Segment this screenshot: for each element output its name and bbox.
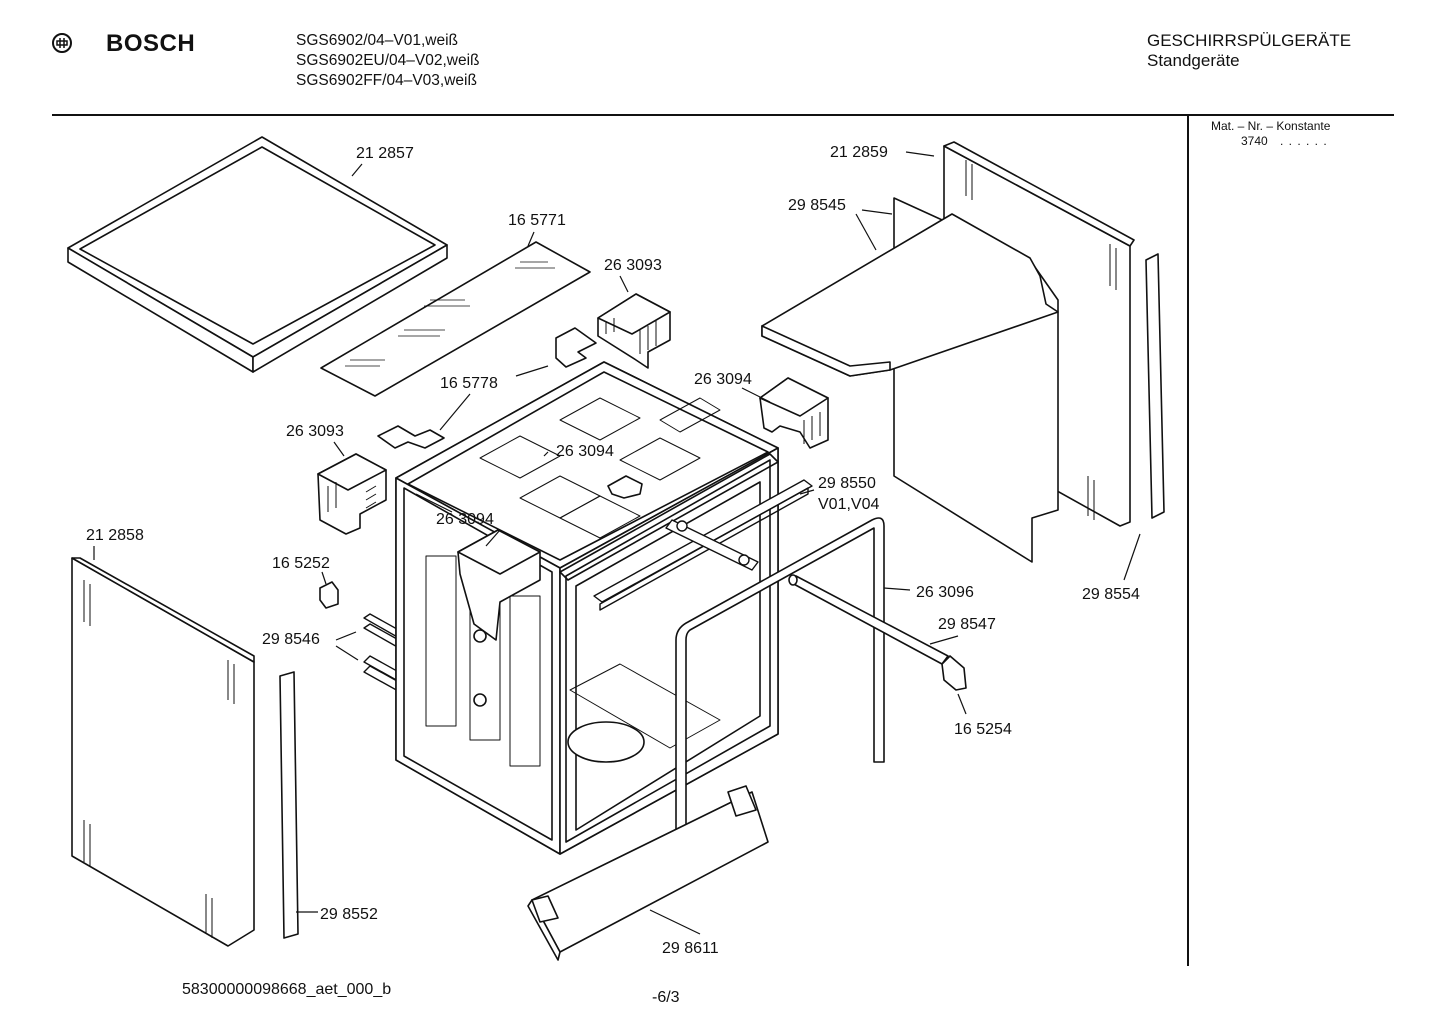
mat-nr-value: 3740: [1241, 134, 1268, 148]
part-label: 26 3094: [436, 511, 494, 528]
part-label: V01,V04: [818, 496, 879, 513]
model-line: SGS6902EU/04–V02,weiß: [296, 52, 480, 69]
mounting-clip-upper: [597, 293, 671, 369]
model-line: SGS6902/04–V01,weiß: [296, 32, 458, 49]
part-label: 26 3094: [694, 371, 752, 388]
part-label: 26 3096: [916, 584, 974, 601]
retainer-clip-front: [457, 529, 541, 707]
mounting-clip-left: [317, 453, 387, 535]
part-label: 16 5778: [440, 375, 498, 392]
model-line: SGS6902FF/04–V03,weiß: [296, 72, 477, 89]
bracket-lower: [377, 425, 445, 449]
part-label: 29 8545: [788, 197, 846, 214]
insulation-sheet: [320, 241, 591, 397]
part-label: 16 5254: [954, 721, 1012, 738]
part-label: 29 8547: [938, 616, 996, 633]
category-title: GESCHIRRSPÜLGERÄTE: [1147, 31, 1352, 50]
part-label: 26 3093: [286, 423, 344, 440]
side-panel-divider: [1187, 116, 1189, 966]
support-tube: [788, 574, 967, 691]
edge-strip-right: [1145, 253, 1165, 519]
small-bracket: [319, 581, 339, 609]
leader-lines: [93, 151, 1141, 935]
part-label: 21 2858: [86, 527, 144, 544]
door-frame-seal: [675, 517, 885, 843]
part-label: 29 8546: [262, 631, 320, 648]
header-divider: [52, 114, 1394, 116]
top-cover-panel: [761, 197, 1059, 563]
category-subtitle: Standgeräte: [1147, 51, 1240, 70]
part-label: 16 5252: [272, 555, 330, 572]
part-label: 26 3094: [556, 443, 614, 460]
document-id: 58300000098668_aet_000_b: [182, 981, 392, 998]
brand-name: BOSCH: [106, 30, 196, 57]
side-panel-left: [71, 557, 255, 947]
mat-nr-dots: . . . . . .: [1280, 134, 1328, 148]
part-label: 29 8552: [320, 906, 378, 923]
part-label: 21 2859: [830, 144, 888, 161]
part-label: 29 8611: [662, 940, 719, 957]
part-label: 16 5771: [508, 212, 566, 229]
model-list: SGS6902/04–V01,weiß SGS6902EU/04–V02,wei…: [296, 31, 480, 91]
worktop-lid: [67, 136, 448, 373]
part-label: 29 8550: [818, 475, 876, 492]
bracket-upper: [555, 327, 597, 368]
part-label: 21 2857: [356, 145, 414, 162]
plinth-kickplate: [527, 785, 769, 961]
part-label: 26 3093: [604, 257, 662, 274]
category-block: GESCHIRRSPÜLGERÄTE Standgeräte: [1147, 31, 1351, 71]
part-label: 29 8554: [1082, 586, 1140, 603]
retainer-clip-right: [759, 377, 829, 449]
bosch-logo-icon: [52, 33, 72, 53]
mat-nr-label: Mat. – Nr. – Konstante: [1211, 119, 1331, 133]
page-number: -6/3: [652, 989, 680, 1006]
retainer-clip-top: [607, 475, 643, 499]
upper-rail: [593, 479, 813, 611]
edge-strip-left: [279, 671, 299, 939]
